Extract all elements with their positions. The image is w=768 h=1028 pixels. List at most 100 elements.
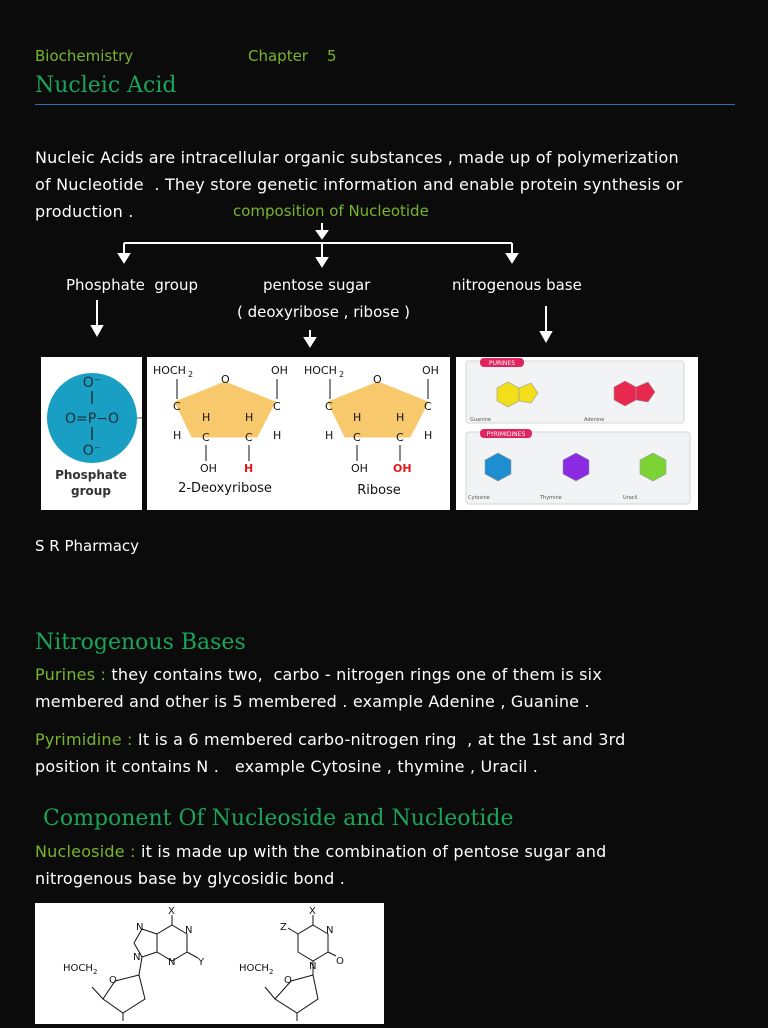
thymine-label: Thymine [539,495,562,501]
purines-tag-text: PURINES [489,360,515,367]
ribose-oh-top: OH [422,364,439,377]
pyrimidine-line-2: position it contains N . example Cytosin… [35,757,539,776]
purine-5-ring [133,928,158,958]
nitrogenous-base-label: nitrogenous base [452,276,582,294]
nucleoside-line-1: Nucleoside : it is made up with the comb… [35,838,606,865]
svg-text:N: N [133,952,140,963]
title-rule [35,104,735,105]
purine-hoch2: HOCH [63,963,93,974]
page-title: Nucleic Acid [35,73,177,98]
pyrimidine-text-1: It is a 6 membered carbo-nitrogen ring ,… [132,730,626,749]
svg-text:N: N [309,961,316,972]
svg-text:H: H [173,429,181,442]
chapter-label: Chapter 5 [248,47,337,65]
svg-text:2: 2 [188,370,193,379]
pyrimidine-label: Pyrimidine : [35,730,133,749]
thymine-ring [562,452,590,482]
pyrimidine-sugar-ring [274,974,319,1014]
ribose-structure: HOCH 2 O OH C C H H H H C C OH OH Ribose [304,364,439,498]
component-section-title: Component Of Nucleoside and Nucleotide [43,806,514,831]
purines-text-1: they contains two, carbo - nitrogen ring… [106,665,602,684]
cytosine-ring [484,452,512,482]
intro-line-2: of Nucleotide . They store genetic infor… [35,175,683,194]
deoxy-hoch2: HOCH [153,364,186,377]
svg-text:2: 2 [339,370,344,379]
purine-x: X [168,906,175,917]
nucleoside-label: Nucleoside : [35,842,136,861]
svg-text:N: N [136,922,143,933]
svg-text:C: C [202,431,210,444]
uracil-label: Uracil [623,495,637,501]
pentose-sugar-label: pentose sugar [263,276,371,294]
deoxyribose-structure: HOCH 2 O OH C C H H H H C C OH H 2-Deoxy… [153,364,288,496]
nucleoside-text-1: it is made up with the combination of pe… [135,842,607,861]
deoxyribose-name: 2-Deoxyribose [178,481,272,496]
svg-text:2: 2 [269,968,273,976]
tree-left-arrowhead [117,253,131,264]
guanine-ring-5 [518,382,539,404]
ribose-ring-o: O [373,373,382,386]
nucleoside-line-2: nitrogenous base by glycosidic bond . [35,869,346,888]
purines-line-2: membered and other is 5 membered . examp… [35,692,590,711]
sugars-diagram: HOCH 2 O OH C C H H H H C C OH H 2-Deoxy… [153,364,439,498]
svg-text:N: N [185,925,192,936]
svg-text:H: H [245,411,253,424]
phosphate-arrowhead [90,325,104,338]
deoxy-red-h: H [244,462,253,475]
adenine-label: Adenine [584,417,604,423]
phosphate-center: O=P−O [65,411,119,427]
pyrimidine-ring [297,924,329,962]
ribose-hoch2: HOCH [304,364,337,377]
phosphate-group-label: Phosphate group [66,276,198,294]
purines-label: Purines : [35,665,107,684]
phosphate-o-top: O⁻ [83,375,101,391]
phosphate-o-bottom: O⁻ [83,443,101,459]
purine-y: Y [197,957,205,968]
guanine-label: Guanine [470,417,491,423]
base-arrowhead [539,331,553,344]
intro-line-1: Nucleic Acids are intracellular organic … [35,148,679,167]
deoxy-ring-o: O [221,373,230,386]
pyrimidine-z: Z [280,922,287,933]
ribose-name: Ribose [357,483,401,498]
pyrimidines-tag-text: PYRIMIDINES [487,431,526,438]
svg-text:H: H [353,411,361,424]
svg-text:N: N [326,925,333,936]
svg-text:O: O [109,975,117,986]
uracil-ring [639,452,667,482]
pyrimidine-line-1: Pyrimidine : It is a 6 membered carbo-ni… [35,726,626,753]
adenine-ring-5 [635,381,656,403]
purine-sugar-ring [102,974,146,1014]
pyrimidine-hoch2: HOCH [239,963,269,974]
purines-tag [480,358,524,367]
composition-tree [90,223,553,348]
svg-text:C: C [173,400,181,413]
ribose-red-oh: OH [393,462,412,475]
deoxy-oh-bottom: OH [200,462,217,475]
nucleoside-figure: X Y N N N N O HOCH 2 X Z N N O O HOCH 2 [35,903,384,1024]
svg-text:H: H [202,411,210,424]
phosphate-caption-1: Phosphate [55,468,127,482]
svg-text:O: O [336,956,344,967]
pentose-arrowhead [303,337,317,348]
intro-line-3: production . [35,202,134,221]
svg-text:C: C [245,431,253,444]
tree-right-arrowhead [505,253,519,264]
svg-text:C: C [424,400,432,413]
purine-6-ring [156,924,188,962]
phosphate-caption-2: group [71,484,111,498]
tree-mid-arrowhead [315,257,329,268]
svg-text:H: H [396,411,404,424]
tree-stem-arrowhead [315,230,329,240]
bases-section-title: Nitrogenous Bases [35,630,246,655]
bases-diagram: PURINES Guanine Adenine PYRIMIDINES Cyto… [465,358,691,505]
pentose-detail-label: ( deoxyribose , ribose ) [237,303,410,321]
svg-text:H: H [424,429,432,442]
nucleoside-diagram: X Y N N N N O HOCH 2 X Z N N O O HOCH 2 [63,906,344,1021]
svg-text:2: 2 [93,968,97,976]
pyrimidine-x: X [309,906,316,917]
purines-box [465,360,685,424]
cytosine-label: Cytosine [468,495,490,501]
svg-text:H: H [325,429,333,442]
sugars-panel: HOCH 2 O OH C C H H H H C C OH H 2-Deoxy… [147,357,450,510]
